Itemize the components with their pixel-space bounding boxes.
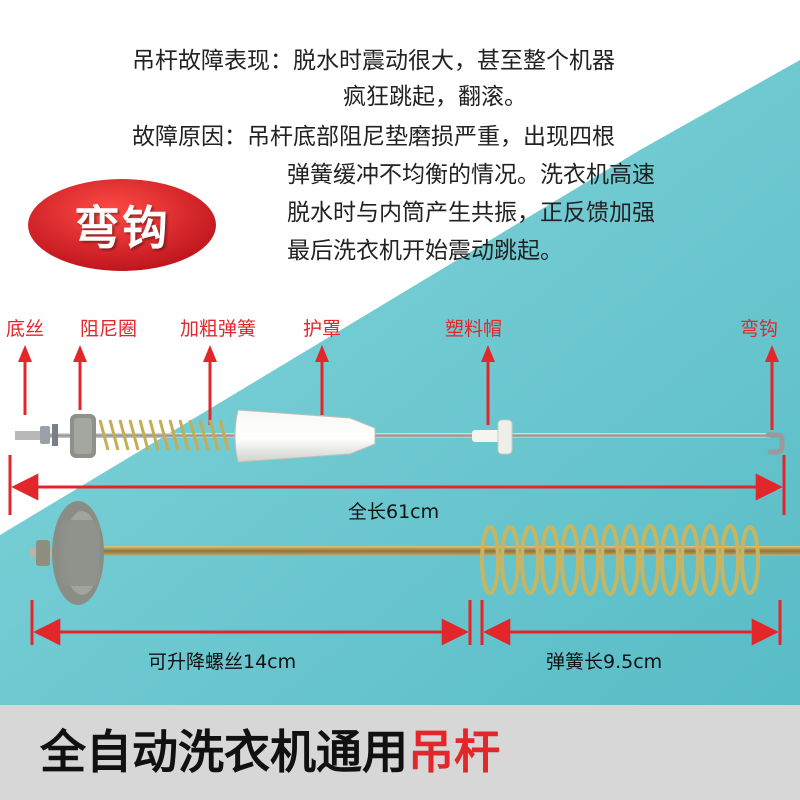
cause-line-3: 脱水时与内筒产生共振，正反馈加强: [287, 200, 655, 226]
detail-rod: [30, 501, 800, 605]
top-suspension-rod: [15, 409, 785, 463]
label-thick-spring: 加粗弹簧: [180, 318, 257, 340]
total-length-label: 全长61cm: [348, 501, 440, 523]
footer-title: 全自动洗衣机通用吊杆: [40, 716, 500, 782]
cause-line-2: 弹簧缓冲不均衡的情况。洗衣机高速: [287, 162, 655, 188]
label-damper-ring: 阻尼圈: [80, 318, 138, 340]
symptom-line-1: 吊杆故障表现：脱水时震动很大，甚至整个机器: [132, 48, 615, 74]
hook-badge-shape: [24, 175, 220, 275]
label-bottom-wire: 底丝: [6, 318, 45, 340]
teal-background: [0, 60, 800, 705]
symptom-line-2: 疯狂跳起，翻滚。: [343, 84, 527, 110]
footer-bar: [0, 705, 800, 800]
cause-line-1: 故障原因：吊杆底部阻尼垫磨损严重，出现四根: [132, 124, 615, 150]
hook-badge: 弯钩: [74, 201, 170, 255]
footer-title-main: 全自动洗衣机通用: [40, 725, 408, 779]
footer-title-accent: 吊杆: [408, 725, 500, 779]
label-hook: 弯钩: [740, 318, 779, 340]
cause-line-4: 最后洗衣机开始震动跳起。: [287, 238, 563, 264]
screw-length-label: 可升降螺丝14cm: [148, 651, 297, 673]
spring-length-label: 弹簧长9.5cm: [546, 651, 663, 673]
label-cover: 护罩: [303, 318, 342, 340]
label-plastic-cap: 塑料帽: [445, 318, 503, 340]
spring-length-line: [480, 600, 782, 646]
screw-length-line: [30, 600, 472, 646]
label-arrows: [18, 345, 779, 430]
total-length-line: [8, 455, 786, 515]
